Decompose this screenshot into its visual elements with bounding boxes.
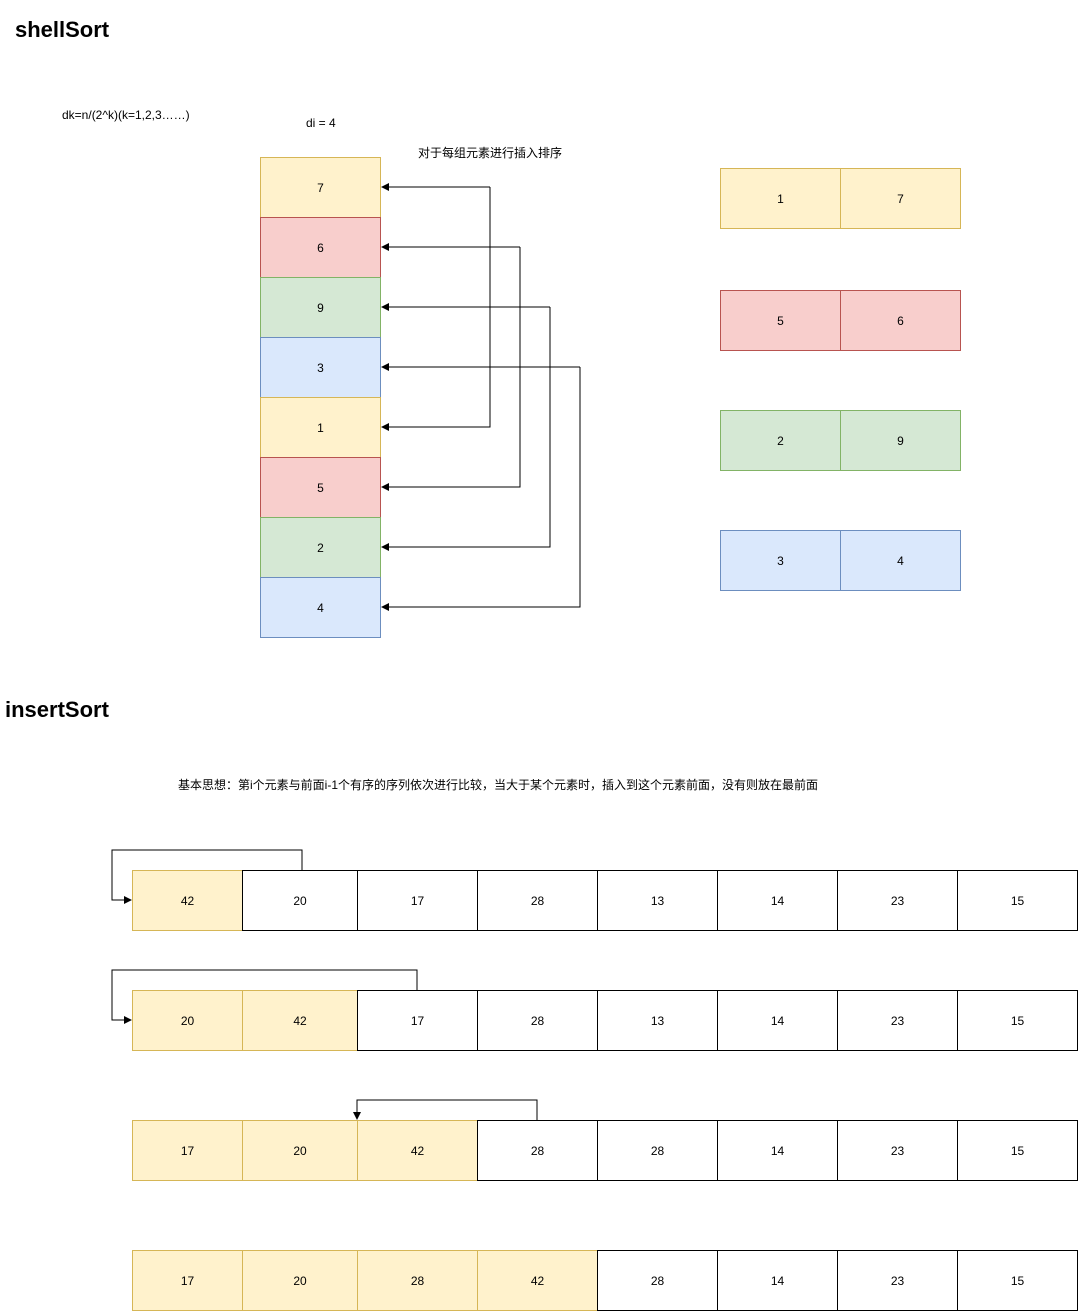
- insert-cell: 28: [597, 1250, 718, 1311]
- insert-cell: 28: [477, 870, 598, 931]
- insert-arrow-2: [111, 969, 418, 1024]
- insert-cell: 13: [597, 990, 718, 1051]
- insert-cell: 23: [837, 1120, 958, 1181]
- shell-cell: 5: [260, 457, 381, 518]
- insert-cell: 20: [242, 1120, 358, 1181]
- group-green-cell: 9: [840, 410, 961, 471]
- shell-caption: 对于每组元素进行插入排序: [418, 146, 563, 160]
- insert-cell: 28: [477, 990, 598, 1051]
- insert-cell: 20: [242, 1250, 358, 1311]
- shell-cell: 3: [260, 337, 381, 398]
- insert-cell: 42: [357, 1120, 478, 1181]
- insert-cell: 14: [717, 870, 838, 931]
- insert-cell: 15: [957, 1120, 1078, 1181]
- insert-cell: 20: [242, 870, 358, 931]
- group-green-connector: [381, 303, 551, 551]
- group-red-cell: 6: [840, 290, 961, 351]
- shell-sort-title: shellSort: [15, 17, 110, 42]
- shell-cell: 2: [260, 517, 381, 578]
- insert-cell: 17: [132, 1120, 243, 1181]
- group-green-cell: 2: [720, 410, 841, 471]
- group-red-cell: 5: [720, 290, 841, 351]
- shell-cell: 9: [260, 277, 381, 338]
- insert-cell: 23: [837, 870, 958, 931]
- insert-cell: 15: [957, 990, 1078, 1051]
- shell-cell: 7: [260, 157, 381, 218]
- insert-sort-title: insertSort: [5, 697, 109, 722]
- group-yellow-cell: 1: [720, 168, 841, 229]
- insert-cell: 17: [357, 990, 478, 1051]
- shell-cell: 4: [260, 577, 381, 638]
- group-yellow-cell: 7: [840, 168, 961, 229]
- insert-cell: 42: [132, 870, 243, 931]
- insert-cell: 23: [837, 990, 958, 1051]
- insert-arrow-3: [353, 1099, 538, 1120]
- shell-gap-label: di = 4: [306, 116, 336, 130]
- group-yellow-connector: [381, 183, 491, 431]
- insert-cell: 20: [132, 990, 243, 1051]
- insert-cell: 42: [242, 990, 358, 1051]
- insert-arrow-1: [111, 849, 303, 904]
- insert-cell: 23: [837, 1250, 958, 1311]
- insert-cell: 17: [132, 1250, 243, 1311]
- shell-formula: dk=n/(2^k)(k=1,2,3……): [62, 108, 190, 122]
- insert-cell: 13: [597, 870, 718, 931]
- insert-caption: 基本思想：第i个元素与前面i-1个有序的序列依次进行比较，当大于某个元素时，插入…: [178, 778, 819, 792]
- insert-cell: 15: [957, 870, 1078, 931]
- group-blue-connector: [381, 363, 581, 611]
- group-blue-cell: 4: [840, 530, 961, 591]
- insert-cell: 15: [957, 1250, 1078, 1311]
- group-red-connector: [381, 243, 521, 491]
- insert-cell: 28: [597, 1120, 718, 1181]
- insert-cell: 14: [717, 990, 838, 1051]
